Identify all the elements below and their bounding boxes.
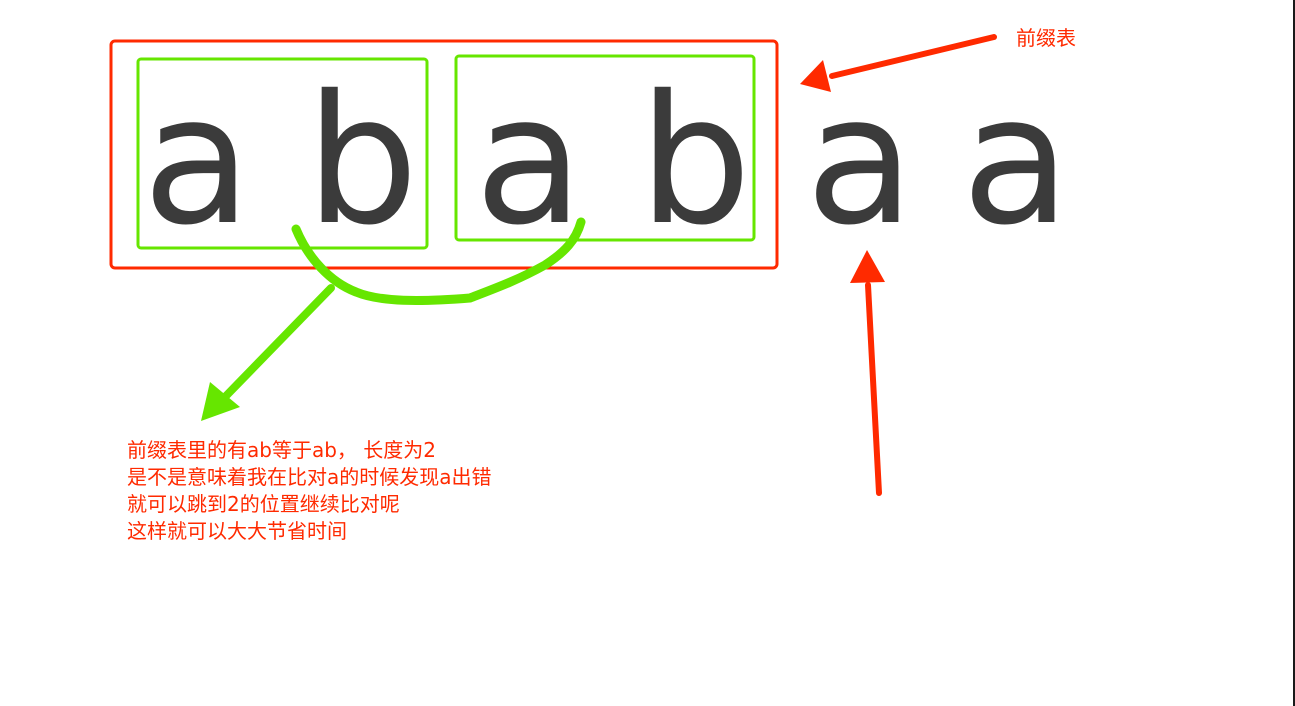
second-ab-box [454,54,756,242]
green-arrow-shaft [220,284,335,402]
prefix-table-label: 前缀表 [1016,26,1076,50]
note-line-2: 是不是意味着我在比对a的时候发现a出错 [127,465,492,489]
explanation-note: 前缀表里的有ab等于ab， 长度为2 是不是意味着我在比对a的时候发现a出错 就… [127,437,492,545]
window-edge [1293,0,1295,706]
red-arrow-prefix-head [800,60,831,92]
first-ab-box [136,57,429,250]
note-line-3: 就可以跳到2的位置继续比对呢 [127,492,400,516]
letter-3: a [474,57,583,264]
letter-1: a [142,57,251,264]
red-arrow-mismatch-shaft [865,282,882,496]
green-arrow-head [201,382,240,421]
red-arrow-prefix-shaft [829,34,997,79]
letter-6: a [961,57,1070,264]
match-bracket [291,217,586,305]
prefix-table-box [109,39,779,270]
note-line-1: 前缀表里的有ab等于ab， 长度为2 [127,438,436,462]
red-arrow-mismatch-head [850,250,885,283]
letter-2: b [306,57,419,264]
letter-4: b [639,57,752,264]
note-line-4: 这样就可以大大节省时间 [127,519,347,543]
letter-5: a [805,57,914,264]
